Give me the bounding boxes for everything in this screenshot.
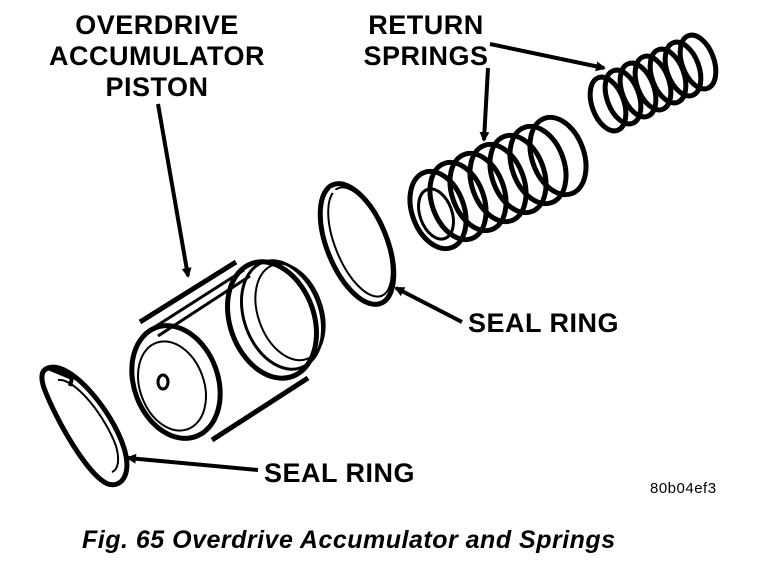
large-return-spring: [407, 114, 589, 252]
springs-arrow-small: [489, 42, 606, 72]
return-springs-label: RETURN SPRINGS: [356, 10, 496, 72]
upper-seal-ring: [317, 181, 397, 307]
springs-label-line1: RETURN: [368, 10, 484, 40]
accumulator-piston: [129, 259, 326, 443]
piston-label-line1: OVERDRIVE: [75, 10, 239, 40]
lower-seal-arrow: [126, 453, 259, 472]
lower-seal-ring: [39, 364, 130, 488]
upper-seal-arrow: [394, 286, 463, 324]
lower-seal-ring-label: SEAL RING: [264, 458, 416, 488]
figure-code: 80b04ef3: [650, 480, 717, 497]
small-return-spring: [587, 32, 719, 134]
piston-label-line3: PISTON: [105, 72, 209, 102]
figure-caption: Fig. 65 Overdrive Accumulator and Spring…: [82, 526, 616, 554]
piston-label: OVERDRIVE ACCUMULATOR PISTON: [44, 10, 270, 103]
leader-arrows: [126, 42, 606, 472]
upper-seal-ring-label: SEAL RING: [468, 308, 620, 338]
piston-label-line2: ACCUMULATOR: [49, 41, 265, 71]
springs-arrow-large: [479, 67, 490, 142]
springs-label-line2: SPRINGS: [363, 41, 489, 71]
piston-arrow: [156, 103, 192, 278]
